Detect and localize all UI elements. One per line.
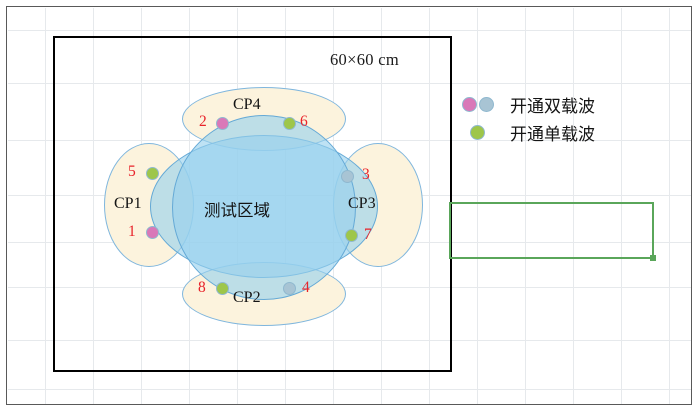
room-size-label: 60×60 cm xyxy=(330,50,399,69)
dot-number-6: 6 xyxy=(300,113,308,130)
legend-row-single-carrier: 开通单载波 xyxy=(462,120,642,148)
dot-2 xyxy=(216,117,229,130)
legend-row-dual-carrier: 开通双载波 xyxy=(462,92,642,120)
dot-7 xyxy=(345,229,358,242)
dot-number-2: 2 xyxy=(199,113,207,130)
center-ellipse-vertical xyxy=(172,115,356,300)
cp4-label: CP4 xyxy=(233,96,261,113)
legend-dot-green xyxy=(470,125,485,140)
dot-5 xyxy=(146,167,159,180)
selection-rectangle[interactable] xyxy=(449,202,654,259)
room-boundary-square xyxy=(53,36,452,372)
center-zone-label: 测试区域 xyxy=(204,201,270,220)
cp3-label: CP3 xyxy=(348,195,376,212)
dot-4 xyxy=(283,282,296,295)
dot-1 xyxy=(146,226,159,239)
dot-number-3: 3 xyxy=(362,166,370,183)
legend-dot-pink xyxy=(462,97,477,112)
cp1-label: CP1 xyxy=(114,195,142,212)
legend-dot-blue xyxy=(479,97,494,112)
cp2-label: CP2 xyxy=(233,289,261,306)
dot-number-4: 4 xyxy=(302,279,310,296)
selection-resize-handle[interactable] xyxy=(650,255,656,261)
legend-label-dual-carrier: 开通双载波 xyxy=(510,97,595,117)
dot-number-7: 7 xyxy=(364,226,372,243)
dot-number-1: 1 xyxy=(128,223,136,240)
legend: 开通双载波 开通单载波 xyxy=(462,92,642,148)
dot-6 xyxy=(283,117,296,130)
dot-number-5: 5 xyxy=(128,163,136,180)
dot-3 xyxy=(341,170,354,183)
dot-8 xyxy=(216,282,229,295)
legend-label-single-carrier: 开通单载波 xyxy=(510,125,595,145)
dot-number-8: 8 xyxy=(198,279,206,296)
